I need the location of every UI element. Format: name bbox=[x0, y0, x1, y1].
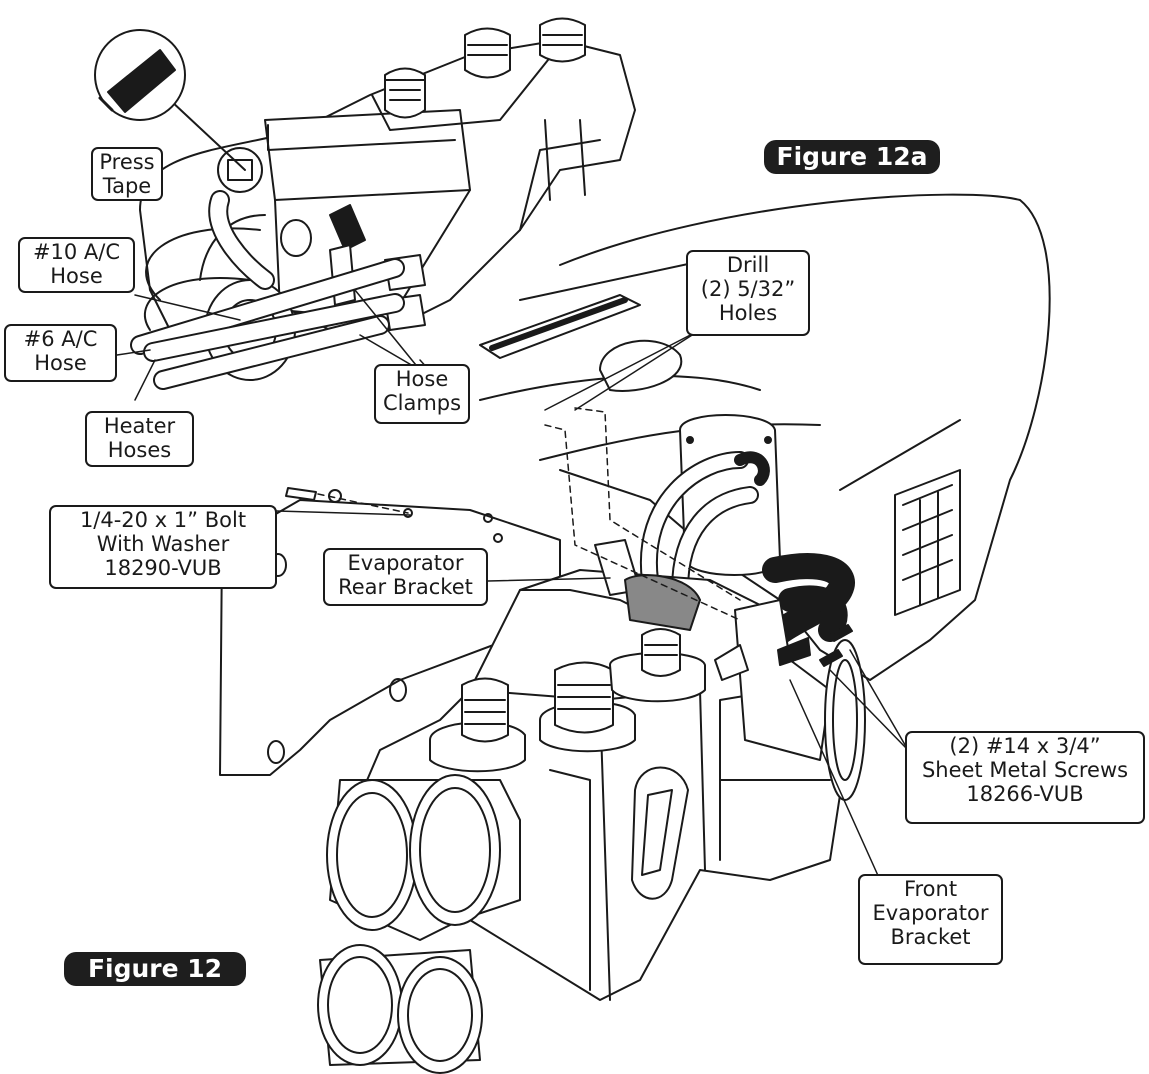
press-tape-callout: Press Tape bbox=[91, 147, 163, 201]
duct-outlets bbox=[317, 774, 521, 1074]
inset-hoses bbox=[130, 147, 405, 390]
figure-12a-label: Figure 12a bbox=[764, 140, 940, 174]
heater-hoses-callout: Heater Hoses bbox=[85, 411, 194, 467]
hose-clamps-callout: Hose Clamps bbox=[374, 364, 470, 424]
figure-12-label: Figure 12 bbox=[64, 952, 246, 986]
fasteners bbox=[285, 487, 853, 667]
sheet-metal-screws-callout: (2) #14 x 3/4” Sheet Metal Screws 18266-… bbox=[905, 731, 1145, 824]
dashed-guides bbox=[317, 407, 741, 621]
press-tape-magnifier bbox=[94, 29, 246, 171]
blower-wheel bbox=[824, 639, 866, 801]
drill-holes-callout: Drill (2) 5/32” Holes bbox=[686, 250, 810, 336]
ac-hose-6-callout: #6 A/C Hose bbox=[4, 324, 117, 382]
dash-cover bbox=[479, 193, 1051, 681]
knob-caps bbox=[429, 628, 706, 773]
ac-hose-10-callout: #10 A/C Hose bbox=[18, 237, 135, 293]
evaporator-rear-bracket-callout: Evaporator Rear Bracket bbox=[323, 548, 488, 606]
bolt-callout: 1/4-20 x 1” Bolt With Washer 18290-VUB bbox=[49, 505, 277, 589]
front-evaporator-bracket-callout: Front Evaporator Bracket bbox=[858, 874, 1003, 965]
heater-tubes bbox=[639, 451, 855, 653]
